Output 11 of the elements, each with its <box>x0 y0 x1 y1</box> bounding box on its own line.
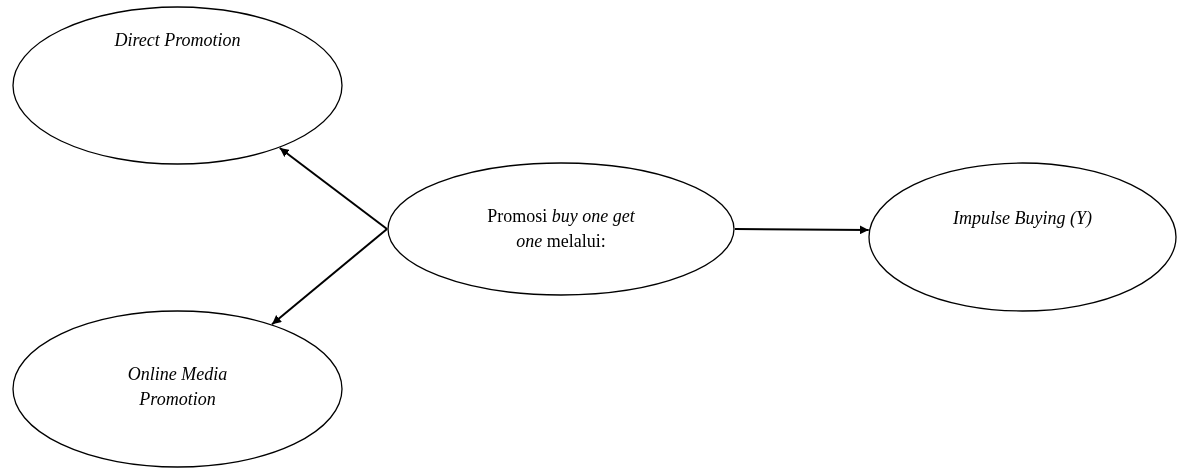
ellipse-node <box>387 162 735 296</box>
node-label: Direct Promotion <box>113 29 242 52</box>
arrow <box>271 228 388 326</box>
node-label: Online Media Promotion <box>126 363 229 411</box>
node-label: Promosi buy one get one melalui: <box>486 205 636 253</box>
arrow <box>278 147 388 230</box>
node-label: Impulse Buying (Y) <box>952 207 1093 230</box>
ellipse-node <box>12 6 343 165</box>
ellipse-node <box>868 162 1177 312</box>
ellipse-node <box>12 310 343 468</box>
arrow <box>734 225 870 235</box>
